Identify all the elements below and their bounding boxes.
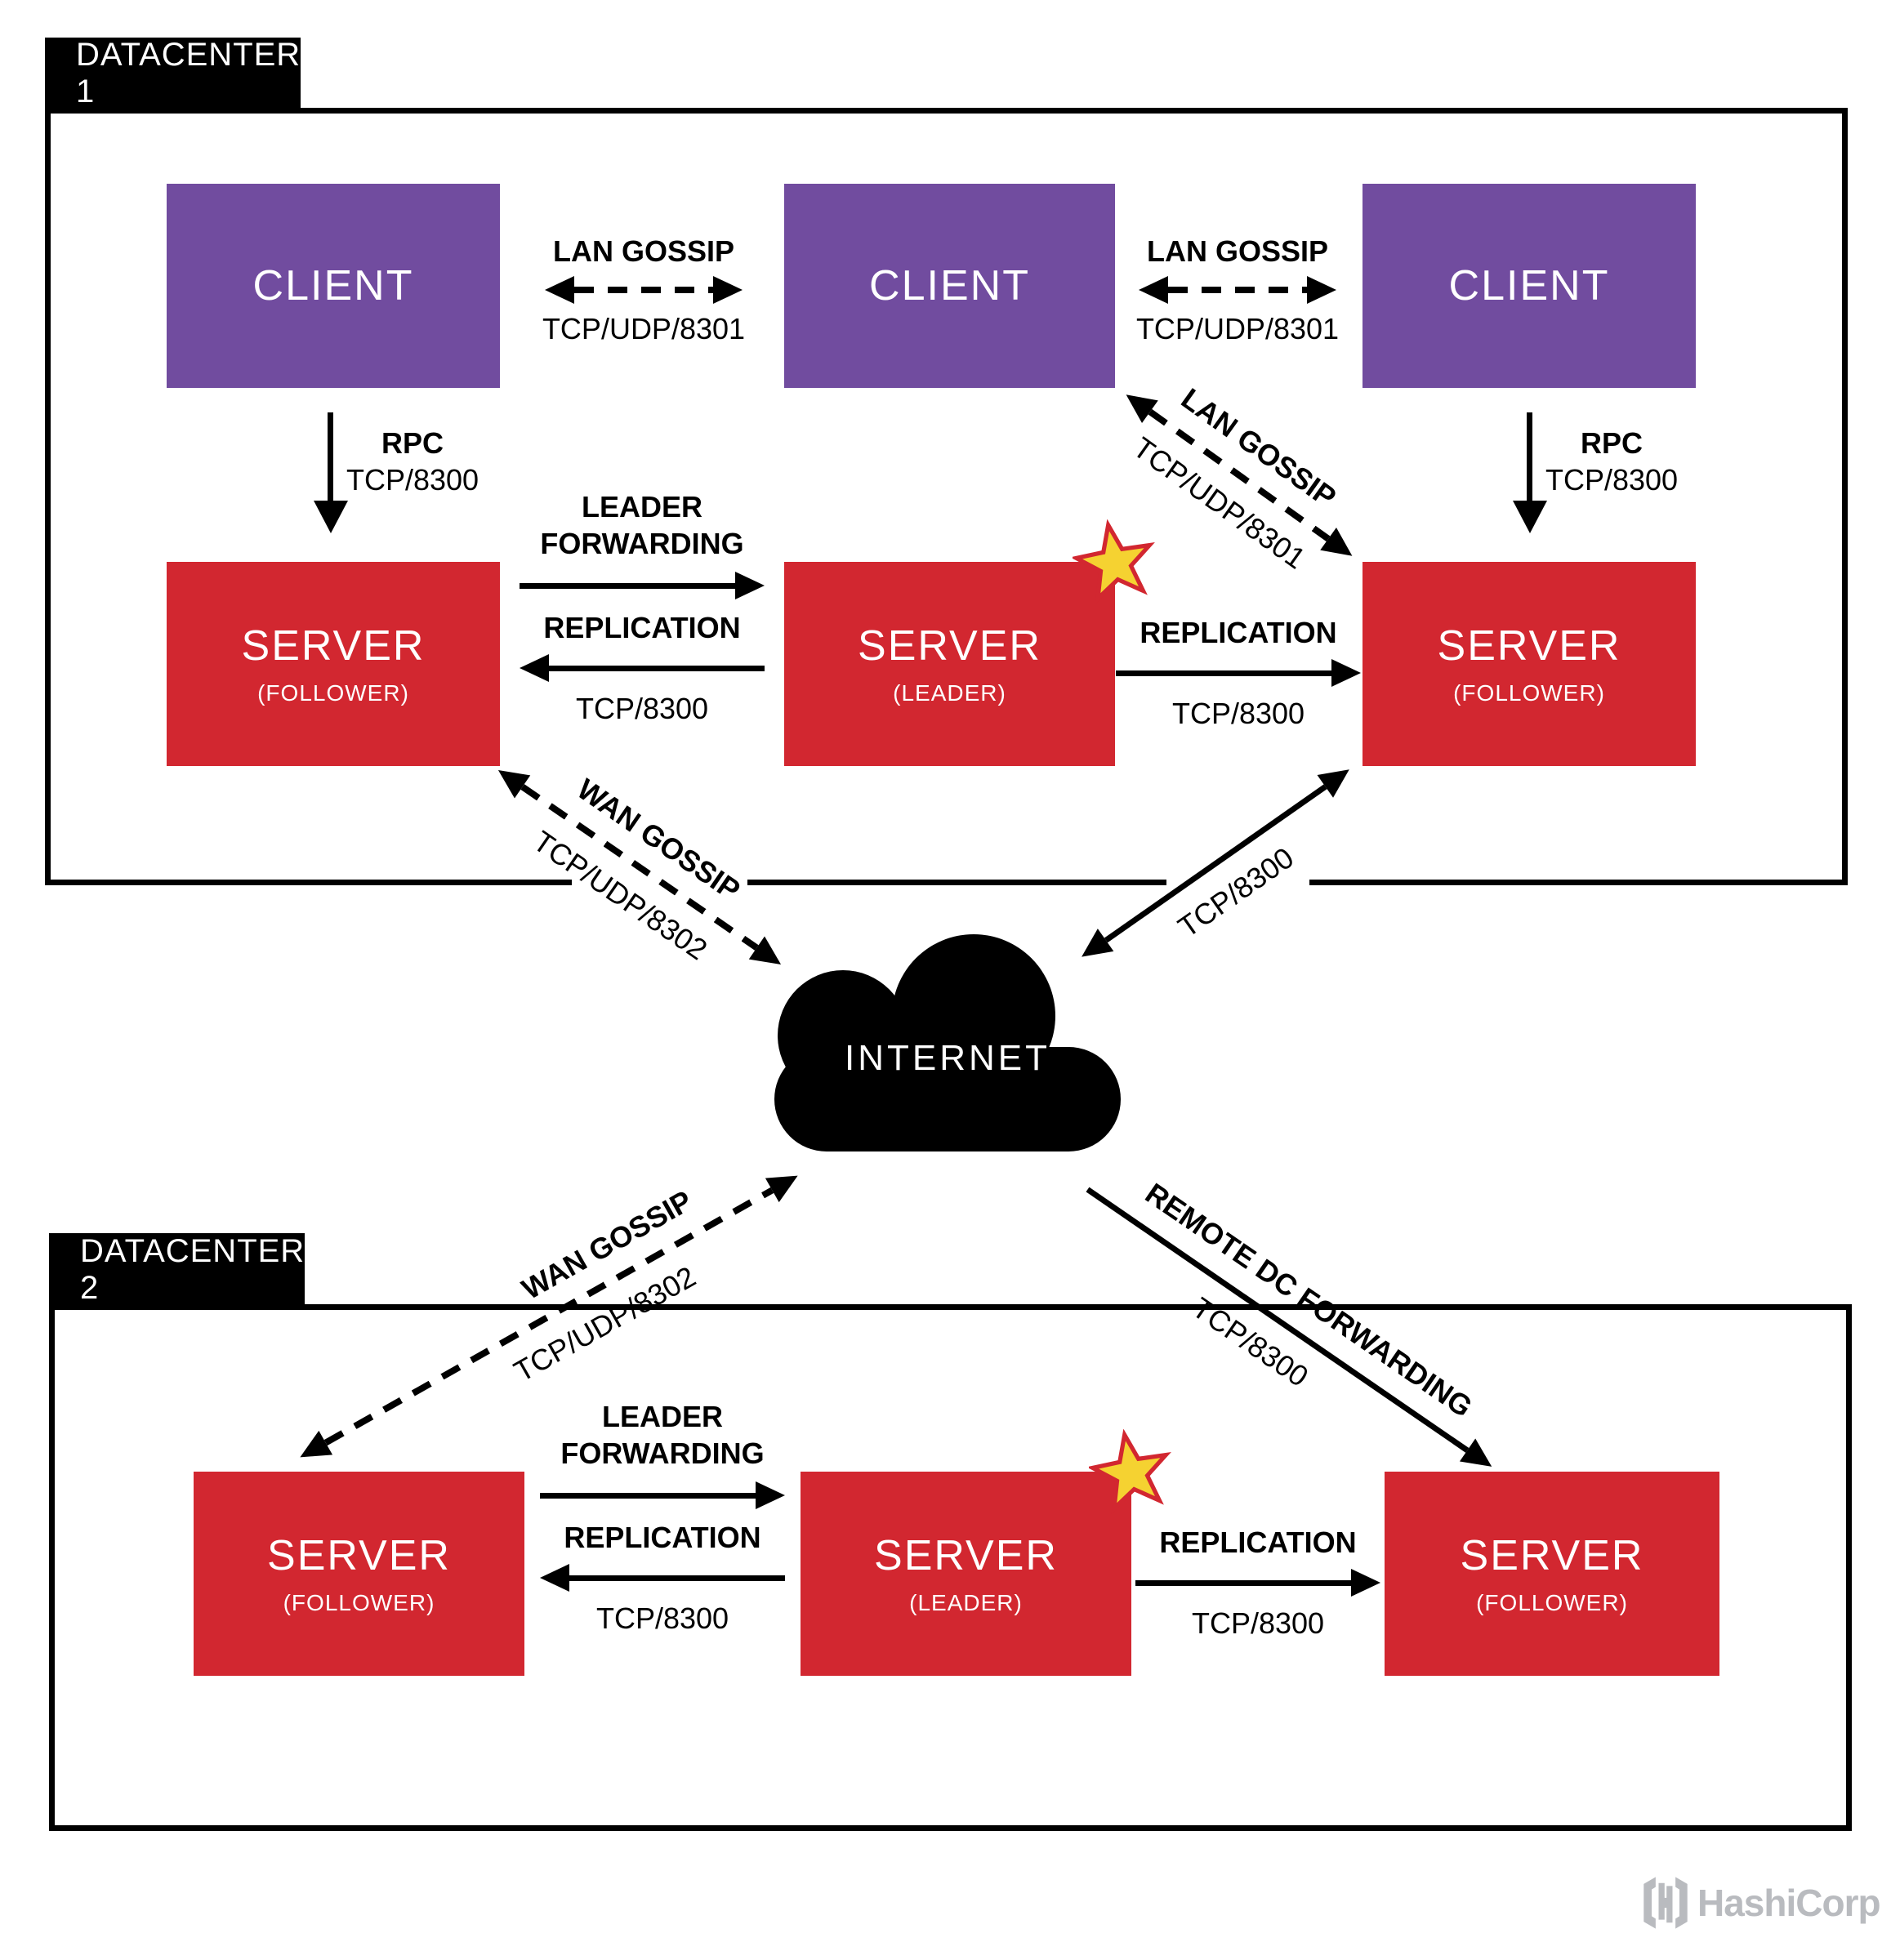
rpc-right-label: RPC	[1580, 426, 1643, 460]
datacenter1-label: DATACENTER 1	[45, 37, 301, 109]
dc2-replication-right-arrow-icon	[1135, 1569, 1380, 1597]
dc2-server-3-title: SERVER	[1460, 1532, 1644, 1579]
arrowhead-left-icon	[540, 1564, 569, 1592]
dc1-replication-left-arrow-icon	[520, 654, 765, 682]
rpc-left-label: RPC	[381, 426, 444, 460]
dc1-replication-left-port: TCP/8300	[575, 692, 709, 725]
dc1-server-leader: SERVER (LEADER)	[784, 562, 1115, 766]
lan-gossip-left-label: LAN GOSSIP	[552, 234, 735, 268]
solid-line	[549, 665, 765, 671]
dc2-server-2-title: SERVER	[874, 1532, 1058, 1579]
arrowhead-right-icon	[1307, 276, 1336, 304]
dc1-server-1-subtitle: (FOLLOWER)	[257, 680, 409, 706]
dc1-server-follower-1: SERVER (FOLLOWER)	[167, 562, 500, 766]
hashicorp-logo: HashiCorp	[1640, 1875, 1881, 1931]
lan-gossip-left-port: TCP/UDP/8301	[542, 312, 746, 345]
dc2-replication-left-label: REPLICATION	[564, 1521, 761, 1554]
arrowhead-right-icon	[735, 572, 765, 599]
dc2-server-1-title: SERVER	[267, 1532, 451, 1579]
dc1-replication-right-arrow-icon	[1116, 659, 1361, 687]
dashed-line	[574, 287, 713, 293]
dc2-server-2-subtitle: (LEADER)	[909, 1590, 1023, 1615]
dc2-leader-forwarding-label: LEADER FORWARDING	[560, 1400, 765, 1470]
dc2-server-follower-2: SERVER (FOLLOWER)	[1385, 1472, 1719, 1676]
dc1-server-follower-2: SERVER (FOLLOWER)	[1363, 562, 1696, 766]
internet-cloud-icon: INTERNET	[768, 931, 1127, 1153]
dc2-server-3-subtitle: (FOLLOWER)	[1476, 1590, 1628, 1615]
datacenter2-frame	[49, 1304, 1852, 1831]
leader-star-icon	[1089, 1429, 1171, 1514]
lan-gossip-left-arrow-icon	[545, 276, 743, 304]
dashed-line	[1168, 287, 1307, 293]
rpc-right-port: TCP/8300	[1545, 463, 1679, 497]
lan-gossip-right-arrow-icon	[1139, 276, 1336, 304]
rpc-right-arrow-icon	[1527, 412, 1532, 501]
solid-line	[540, 1492, 756, 1499]
lan-gossip-right-port: TCP/UDP/8301	[1135, 312, 1340, 345]
arrowhead-left-icon	[545, 276, 574, 304]
client-2-title: CLIENT	[869, 262, 1030, 310]
dc1-server-1-title: SERVER	[241, 622, 426, 670]
dc1-replication-right-label: REPLICATION	[1140, 616, 1337, 649]
dc1-leader-forwarding-group: LEADER FORWARDING REPLICATION TCP/8300	[520, 488, 765, 727]
border-gap-mask	[1166, 874, 1309, 889]
datacenter2-label: DATACENTER 2	[49, 1233, 305, 1306]
lan-gossip-right-group: LAN GOSSIP TCP/UDP/8301	[1135, 233, 1340, 347]
arrowhead-left-icon	[1139, 276, 1168, 304]
cloud-body	[774, 1047, 1121, 1152]
dc2-server-1-subtitle: (FOLLOWER)	[283, 1590, 435, 1615]
arrowhead-right-icon	[713, 276, 743, 304]
dc2-replication-right-port: TCP/8300	[1191, 1606, 1325, 1640]
client-node-2: CLIENT	[784, 184, 1115, 388]
client-1-title: CLIENT	[252, 262, 414, 310]
leader-star-icon	[1073, 519, 1155, 604]
datacenter2-label-text: DATACENTER 2	[80, 1232, 306, 1306]
lan-gossip-left-group: LAN GOSSIP TCP/UDP/8301	[542, 233, 746, 347]
arrowhead-right-icon	[1331, 659, 1361, 687]
internet-label: INTERNET	[845, 1038, 1050, 1078]
hashicorp-brand-text: HashiCorp	[1697, 1882, 1881, 1924]
arrowhead-right-icon	[756, 1481, 785, 1509]
dc1-replication-right-port: TCP/8300	[1171, 697, 1305, 730]
dc2-server-leader: SERVER (LEADER)	[801, 1472, 1131, 1676]
dc1-leader-forwarding-label: LEADER FORWARDING	[540, 490, 744, 560]
dc2-replication-right-group: REPLICATION TCP/8300	[1135, 1524, 1380, 1642]
arrowhead-right-icon	[765, 1163, 805, 1203]
dc1-server-2-title: SERVER	[858, 622, 1041, 670]
dc2-leader-forwarding-arrow-icon	[540, 1481, 785, 1509]
lan-gossip-right-label: LAN GOSSIP	[1146, 234, 1329, 268]
datacenter1-label-text: DATACENTER 1	[76, 37, 301, 109]
dc1-replication-left-label: REPLICATION	[543, 611, 741, 644]
rpc-right-group: RPC TCP/8300	[1545, 425, 1678, 498]
dc2-server-follower-1: SERVER (FOLLOWER)	[194, 1472, 524, 1676]
arrowhead-left-icon	[520, 654, 549, 682]
hashicorp-logo-icon	[1643, 1877, 1688, 1929]
datacenter1-frame	[45, 108, 1848, 885]
rpc-left-port: TCP/8300	[346, 463, 479, 497]
dc1-server-2-subtitle: (LEADER)	[893, 680, 1006, 706]
dc1-server-3-subtitle: (FOLLOWER)	[1453, 680, 1605, 706]
rpc-left-arrow-icon	[328, 412, 333, 501]
client-node-3: CLIENT	[1363, 184, 1696, 388]
rpc-left-group: RPC TCP/8300	[346, 425, 479, 498]
client-3-title: CLIENT	[1448, 262, 1610, 310]
dc2-replication-left-port: TCP/8300	[595, 1601, 729, 1635]
client-node-1: CLIENT	[167, 184, 500, 388]
dc1-replication-right-group: REPLICATION TCP/8300	[1116, 614, 1361, 732]
dc1-leader-forwarding-arrow-icon	[520, 572, 765, 599]
solid-line	[569, 1575, 785, 1581]
dc2-replication-left-arrow-icon	[540, 1564, 785, 1592]
solid-line	[1135, 1579, 1351, 1586]
dc2-replication-right-label: REPLICATION	[1159, 1526, 1357, 1559]
solid-line	[1116, 670, 1331, 676]
dc1-server-3-title: SERVER	[1437, 622, 1621, 670]
dc2-leader-forwarding-group: LEADER FORWARDING REPLICATION TCP/8300	[540, 1398, 785, 1637]
arrowhead-right-icon	[1351, 1569, 1380, 1597]
solid-line	[520, 582, 735, 589]
